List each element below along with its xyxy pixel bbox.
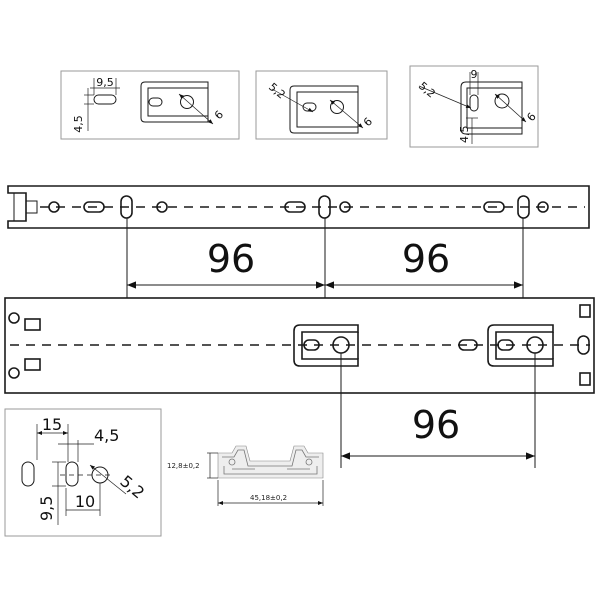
bottom-rail-bracket — [293, 324, 359, 367]
top-rail-dimensions: 96 96 — [126, 218, 524, 298]
bottom-rail-square — [579, 304, 591, 318]
top-rail-slot — [483, 201, 505, 213]
bottom-rail-square — [24, 318, 41, 331]
inset-3-width-label: 9 — [471, 68, 478, 81]
top-rail — [7, 185, 590, 229]
pitch-label-left: 96 — [207, 237, 255, 281]
inset-3-bracket — [460, 81, 523, 135]
detail-offset-label: 4,5 — [94, 426, 119, 445]
detail-inset-frame — [4, 408, 162, 537]
bottom-rail-slot — [458, 339, 478, 351]
profile-height-label: 12,8±0,2 — [167, 462, 200, 470]
inset-1: 9,5 4,5 6 — [60, 70, 240, 140]
inset-3: 9 5,2 6 4,5 — [409, 65, 539, 148]
top-rail-hole — [339, 201, 351, 213]
pitch-label-right: 96 — [402, 237, 450, 281]
inset-2: 5,2 6 — [255, 70, 388, 140]
bottom-rail-bracket — [487, 324, 554, 367]
pitch-label-bottom: 96 — [412, 403, 460, 447]
inset-1-height-label: 4,5 — [72, 115, 85, 133]
top-rail-hole — [48, 201, 60, 213]
detail-dist-label: 15 — [42, 415, 62, 434]
detail-slot-right — [65, 461, 79, 487]
inset-1-slot — [93, 94, 117, 105]
bottom-rail-dimensions: 96 — [340, 353, 536, 468]
top-rail-slot — [284, 201, 306, 213]
profile-width-label: 45,18±0,2 — [250, 494, 287, 502]
bottom-rail-square — [579, 372, 591, 386]
bottom-rail — [4, 297, 595, 394]
top-rail-hole — [156, 201, 168, 213]
top-rail-hole — [537, 201, 549, 213]
bottom-rail-vslot — [577, 335, 590, 355]
inset-2-frame — [255, 70, 388, 140]
bottom-rail-hole — [8, 367, 20, 379]
detail-width-label: 10 — [75, 492, 95, 511]
profile-shape — [217, 445, 324, 479]
detail-inset: 15 4,5 5,2 9,5 10 — [4, 408, 162, 537]
inset-1-width-label: 9,5 — [96, 76, 114, 89]
detail-height-label: 9,5 — [37, 496, 56, 521]
inset-3-height-label: 4,5 — [458, 126, 471, 144]
bottom-rail-square — [24, 358, 41, 371]
bottom-rail-hole — [8, 312, 20, 324]
profile-view: 12,8±0,2 45,18±0,2 — [167, 445, 324, 506]
inset-2-bracket — [289, 85, 359, 134]
top-rail-slot — [83, 201, 105, 213]
detail-slot-left — [21, 461, 35, 487]
bottom-rail-outline — [4, 297, 595, 394]
